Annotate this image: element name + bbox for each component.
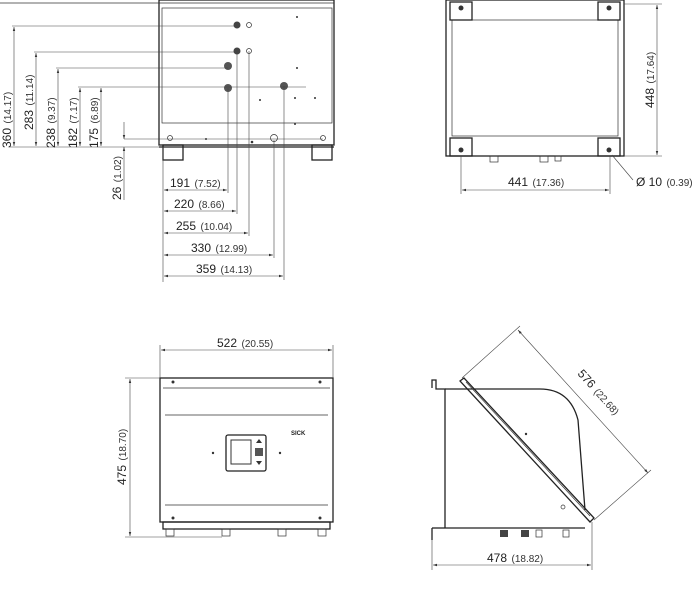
dim-478: 478 (18.82)	[487, 549, 543, 566]
dim-360: 360 (14.17)	[0, 92, 15, 148]
dim-182: 182 (7.17)	[64, 97, 81, 148]
side-view: 576 (22.68) 478 (18.82)	[431, 325, 652, 570]
dim-441: 441 (17.36)	[508, 173, 564, 190]
dim-522: 522 (20.55)	[217, 334, 273, 351]
dim-hole-diameter: Ø 10 (0.39)	[636, 173, 693, 190]
dim-475: 475 (18.70)	[113, 429, 130, 485]
dim-191: 191 (7.52)	[170, 174, 221, 191]
dim-283: 283 (11.14)	[20, 75, 37, 130]
rear-view: 360 (14.17) 283 (11.14) 238 (9.37) 182 (…	[0, 0, 335, 282]
dim-220: 220 (8.66)	[174, 195, 225, 212]
front-view: SICK 522 (20.55) 475 (18.70)	[113, 334, 334, 538]
display-panel	[225, 434, 267, 472]
dim-26: 26 (1.02)	[108, 156, 125, 200]
dim-576: 576 (22.68)	[574, 365, 624, 418]
dim-255: 255 (10.04)	[176, 217, 232, 234]
dim-359: 359 (14.13)	[196, 260, 252, 277]
brand-logo: SICK	[291, 431, 306, 437]
top-view: 448 (17.64) 441 (17.36) Ø 10 (0.39)	[445, 0, 693, 194]
dim-175: 175 (6.89)	[85, 97, 102, 148]
dim-330: 330 (12.99)	[191, 239, 247, 256]
dim-448: 448 (17.64)	[641, 52, 658, 108]
dim-238: 238 (9.37)	[42, 97, 59, 148]
mounting-holes	[167, 16, 326, 144]
